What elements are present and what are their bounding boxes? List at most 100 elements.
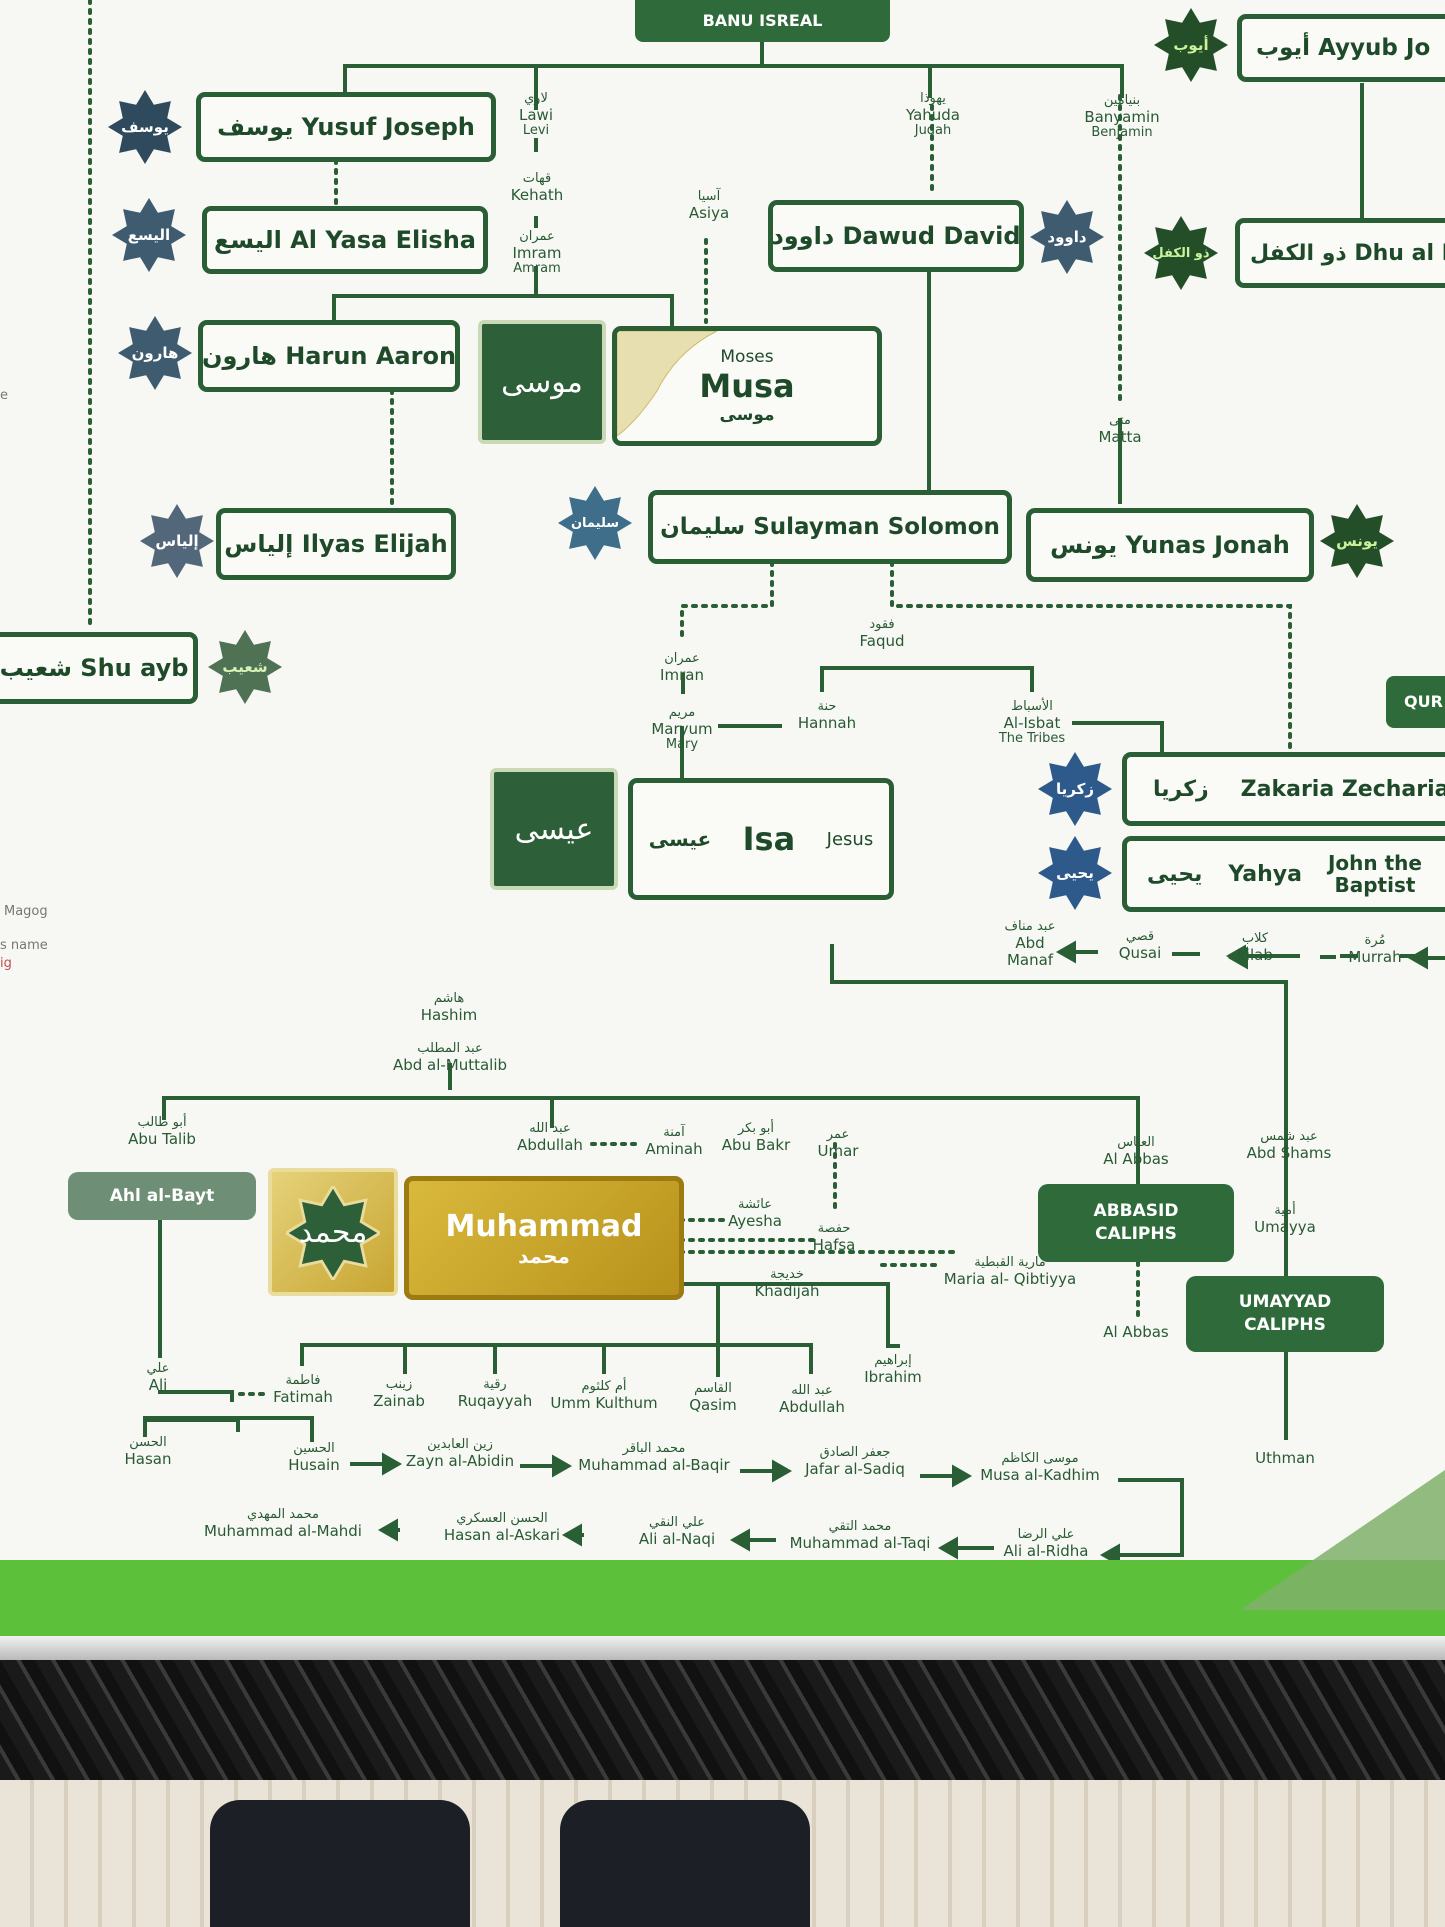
yahya-en-line2: Baptist xyxy=(1334,873,1416,897)
quran-header: QUR xyxy=(1386,676,1445,728)
maryum-sub: Mary xyxy=(665,737,699,753)
ibrahim-ar: إبراهيم xyxy=(874,1353,912,1368)
star-icon xyxy=(208,630,282,704)
musa-corner-ornament xyxy=(617,331,718,437)
alabbas-en: Al Abbas xyxy=(1103,1149,1169,1168)
baqir-ar: محمد الباقر xyxy=(622,1441,686,1456)
maryum-ar: مريم xyxy=(668,705,696,720)
qusai-en: Qusai xyxy=(1118,943,1162,962)
isa-tile: عيسى xyxy=(490,768,618,890)
yahya-box: يحيى Yahya John the Baptist xyxy=(1122,836,1445,912)
banyamin-sub: Benjamin xyxy=(1091,125,1153,141)
isa-name: Isa xyxy=(742,820,796,858)
kadhim-ar: موسى الكاظم xyxy=(1001,1451,1079,1466)
star-icon xyxy=(1144,216,1218,290)
umayya-ar: أمية xyxy=(1274,1203,1296,1218)
dawud-badge: داوود xyxy=(1030,200,1104,274)
abubakr-en: Abu Bakr xyxy=(721,1135,791,1154)
isa-tile-text: عيسى xyxy=(514,811,594,847)
side-note-magog: Magog xyxy=(4,904,48,919)
ali-ar: علي xyxy=(146,1361,170,1376)
umayya-en: Umayya xyxy=(1254,1217,1316,1236)
faqud-en: Faqud xyxy=(859,631,905,650)
yusuf-badge-text: يوسف xyxy=(121,118,169,136)
abdullah2-ar: عبد الله xyxy=(791,1383,833,1398)
dhulkifl-badge-text: ذو الكفل xyxy=(1152,245,1210,261)
hasan-en: Hasan xyxy=(124,1449,172,1468)
dhulkifl-badge: ذو الكفل xyxy=(1144,216,1218,290)
dawud-badge-text: داوود xyxy=(1047,228,1087,246)
yunus-box: يونس Yunas Jonah xyxy=(1026,508,1314,582)
murrah-en: Murrah xyxy=(1348,947,1402,966)
kehath-en: Kehath xyxy=(510,185,564,204)
imran-ar: عمران xyxy=(664,651,700,666)
shuayb-badge: شعيب xyxy=(208,630,282,704)
yahuda-sub: Judah xyxy=(914,123,952,139)
khadijah-en: Khadijah xyxy=(754,1281,820,1300)
hashim-en: Hashim xyxy=(420,1005,478,1024)
person-legs-right xyxy=(560,1800,810,1927)
abdmuttalib-en: Abd al-Muttalib xyxy=(392,1055,508,1074)
maria-en: Maria al- Qibtiyya xyxy=(943,1269,1077,1288)
abubakr-ar: أبو بكر xyxy=(737,1121,775,1136)
faqud-ar: فقود xyxy=(869,617,895,632)
sulayman-badge-text: سليمان xyxy=(570,515,620,531)
dawud-box: داوود Dawud David xyxy=(768,200,1024,272)
ummkulthum-en: Umm Kulthum xyxy=(550,1393,658,1412)
abdmuttalib-ar: عبد المطلب xyxy=(417,1041,483,1056)
sulayman-badge: سليمان xyxy=(558,486,632,560)
ahl-al-bayt-box: Ahl al-Bayt xyxy=(68,1172,256,1220)
yahya-en-line1: John the xyxy=(1327,851,1422,875)
ridha-en: Ali al-Ridha xyxy=(1003,1541,1089,1560)
star-icon xyxy=(140,504,214,578)
umayyad-caliphs-box: UMAYYAD CALIPHS xyxy=(1186,1276,1384,1352)
ayyub-badge-text: أيوب xyxy=(1173,36,1209,54)
kilab-en: kilab xyxy=(1237,945,1273,964)
alabbas2-en: Al Abbas xyxy=(1103,1323,1169,1341)
ridha-ar: علي الرضا xyxy=(1017,1527,1075,1542)
abdmanaf-en: Abd xyxy=(1015,933,1045,952)
yahya-badge: يحيى xyxy=(1038,836,1112,910)
zakaria-arabic: زكريا xyxy=(1153,776,1209,802)
isa-jesus: Jesus xyxy=(826,828,874,850)
mahdi-ar: محمد المهدي xyxy=(247,1507,319,1522)
muhammad-tile: محمد xyxy=(268,1168,398,1296)
lawi-ar: لاوي xyxy=(524,91,548,106)
isa-box: عيسى Isa Jesus xyxy=(628,778,894,900)
person-legs xyxy=(210,1800,470,1927)
musa-tile-text: موسى xyxy=(501,364,583,400)
elisha-badge-text: اليسع xyxy=(127,226,171,244)
poster-green-border xyxy=(0,1560,1445,1636)
zainab-en: Zainab xyxy=(373,1391,425,1410)
lawi-en: Lawi xyxy=(519,105,553,124)
fatimah-en: Fatimah xyxy=(273,1387,333,1406)
zakaria-box: زكريا Zakaria Zechariah xyxy=(1122,752,1445,826)
aminah-ar: آمنة xyxy=(663,1125,685,1140)
star-icon xyxy=(1154,8,1228,82)
umar-ar: عمر xyxy=(826,1127,850,1142)
side-note-ig: ig xyxy=(0,956,12,971)
zayn-ar: زين العابدين xyxy=(427,1437,493,1452)
frame-black-edge xyxy=(0,1660,1445,1780)
askari-en: Hasan al-Askari xyxy=(443,1525,561,1544)
uthman-en: Uthman xyxy=(1255,1449,1315,1467)
abbasid-caliphs-box: ABBASID CALIPHS xyxy=(1038,1184,1234,1262)
star-icon xyxy=(558,486,632,560)
